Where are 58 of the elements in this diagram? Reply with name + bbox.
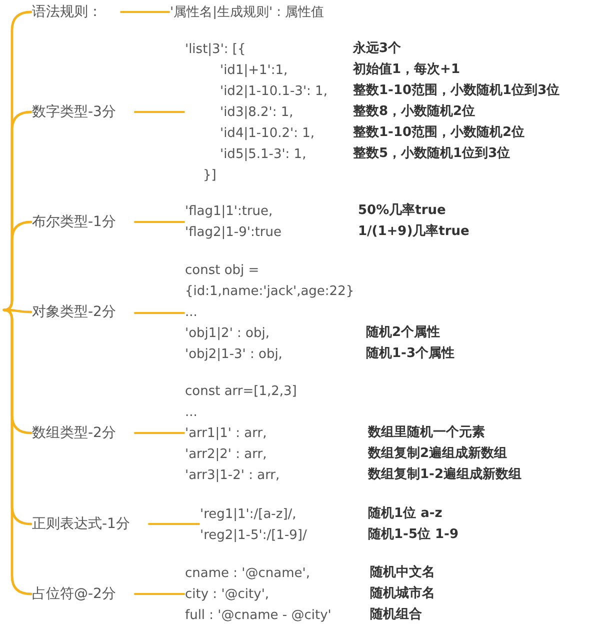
code-line: ...	[185, 304, 198, 322]
comment-text: 数组里随机一个元素	[368, 424, 485, 442]
code-line: ...	[185, 404, 198, 422]
code-line: 'id5|5.1-3': 1,	[220, 146, 306, 164]
comment-text: 整数5，小数随机1位到3位	[353, 145, 510, 163]
code-line: 'arr2|2' : arr,	[185, 446, 267, 464]
code-line: 'obj2|1-3' : obj,	[185, 346, 282, 364]
code-line: city : '@city',	[185, 586, 270, 604]
topic-label: 语法规则：	[32, 2, 102, 22]
comment-text: 永远3个	[353, 40, 402, 58]
code-line: const arr=[1,2,3]	[185, 382, 297, 400]
comment-text: 随机中文名	[370, 564, 435, 582]
connector-line	[134, 432, 185, 434]
topic-label: 布尔类型-1分	[32, 212, 116, 232]
topic-label: 数字类型-3分	[32, 102, 116, 122]
connector-line	[134, 312, 185, 314]
connector-line	[134, 111, 185, 113]
code-line: 'obj1|2' : obj,	[185, 324, 270, 342]
code-line: 'arr3|1-2' : arr,	[185, 466, 280, 484]
comment-text: 随机1-5位 1-9	[368, 526, 458, 544]
code-line: 'flag1|1':true,	[185, 202, 273, 220]
comment-text: 随机1位 a-z	[368, 505, 442, 523]
code-line: 'id1|+1':1,	[220, 62, 288, 80]
code-line: 'list|3': [{	[185, 40, 246, 58]
code-line: 'reg1|1':/[a-z]/,	[200, 506, 296, 524]
comment-text: 整数8，小数随机2位	[353, 103, 476, 121]
comment-text: 整数1-10范围，小数随机2位	[353, 124, 525, 142]
comment-text: 50%几率true	[358, 202, 446, 220]
comment-text: 初始值1，每次+1	[353, 60, 460, 79]
topic-label: 正则表达式-1分	[32, 514, 130, 534]
comment-text: 数组复制1-2遍组成新数组	[368, 466, 522, 484]
connector-line	[134, 221, 185, 223]
code-line: const obj = {id:1,name:'jack',age:22}	[185, 262, 356, 300]
connector-line	[134, 593, 185, 595]
code-line: full : '@cname - @city'	[185, 606, 332, 624]
code-line: 'id4|1-10.2': 1,	[220, 124, 314, 142]
topic-label: 数组类型-2分	[32, 423, 116, 443]
connector-line	[148, 523, 200, 525]
comment-text: 整数1-10范围，小数随机1位到3位	[353, 82, 560, 100]
code-line: 'id3|8.2': 1,	[220, 104, 294, 122]
comment-text: 随机2个属性	[366, 324, 440, 342]
code-line: }]	[203, 166, 216, 184]
comment-text: 随机组合	[370, 606, 422, 624]
code-line: 'id2|1-10.1-3': 1,	[220, 82, 328, 100]
topic-label: 对象类型-2分	[32, 302, 116, 322]
comment-text: 1/(1+9)几率true	[358, 222, 470, 241]
branch-curve	[2, 220, 32, 312]
code-line: 'reg2|1-5':/[1-9]/	[200, 526, 307, 544]
comment-text: 随机城市名	[370, 584, 435, 603]
code-line: '属性名|生成规则' : 属性值	[170, 4, 324, 22]
code-line: 'arr1|1' : arr,	[185, 424, 267, 442]
comment-text: 随机1-3个属性	[366, 345, 454, 363]
connector-line	[120, 11, 170, 13]
topic-label: 占位符@-2分	[32, 584, 116, 604]
code-line: cname : '@cname',	[185, 564, 310, 582]
comment-text: 数组复制2遍组成新数组	[368, 444, 508, 463]
branch-curve	[2, 308, 32, 596]
code-line: 'flag2|1-9':true	[185, 224, 282, 242]
